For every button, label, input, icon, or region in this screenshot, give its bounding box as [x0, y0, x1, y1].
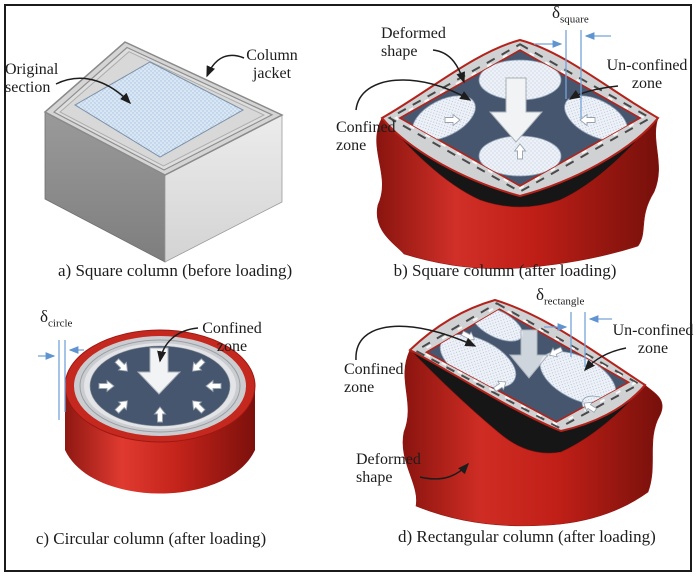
column-jacket-arrow-icon	[206, 54, 245, 78]
unconfined-zone-arrow-icon-d	[583, 347, 627, 372]
confined-zone-arrow-icon-d	[355, 325, 477, 361]
delta-symbol: δ	[552, 3, 561, 22]
delta-rectangle-label: δrectangle	[536, 286, 584, 310]
delta-subscript: square	[560, 13, 589, 26]
deformed-shape-label-b: Deformed shape	[381, 25, 446, 60]
delta-subscript: rectangle	[544, 295, 585, 308]
unconfined-zone-areas	[412, 59, 628, 177]
caption-panel-a: a) Square column (before loading)	[58, 261, 293, 280]
confined-zone-label-c: Confined zone	[202, 320, 262, 355]
confined-zone-label-d: Confined zone	[344, 361, 404, 396]
delta-symbol: δ	[40, 307, 49, 326]
square-column-before	[43, 41, 284, 263]
axial-load-arrow-icon	[508, 329, 550, 379]
column-jacket-label: Column jacket	[246, 47, 298, 82]
deformed-shape-arrow-icon-b	[432, 49, 465, 84]
caption-panel-b: b) Square column (after loading)	[393, 261, 617, 280]
deformed-shape-arrow-icon-d	[419, 462, 470, 480]
unconfined-zone-arrow-icon-b	[568, 85, 619, 100]
deformed-body	[402, 349, 663, 527]
delta-symbol: δ	[536, 285, 545, 304]
confined-zone-arrow-icon-b	[355, 79, 472, 111]
dimension-line-icons	[38, 30, 612, 420]
original-section-label: Original section	[5, 61, 59, 96]
annotation-arrow-icons	[55, 49, 627, 480]
confined-zone-arrow-icon-c	[157, 327, 199, 363]
original-section-arrow-icon	[55, 77, 132, 105]
original-section-area	[74, 61, 245, 158]
deformed-shape-label-d: Deformed shape	[356, 451, 421, 486]
axial-load-arrow-icon	[136, 347, 182, 395]
delta-circle-label: δcircle	[40, 308, 72, 332]
circular-column-after	[64, 329, 256, 494]
deformed-body	[376, 117, 659, 270]
confined-zone-label-b: Confined zone	[336, 119, 396, 154]
delta-square-label: δsquare	[552, 4, 589, 28]
axial-load-arrow-icon	[488, 77, 544, 143]
unconfined-zone-label-d: Un-confined zone	[612, 322, 694, 357]
unconfined-zone-label-b: Un-confined zone	[606, 57, 688, 92]
caption-panel-d: d) Rectangular column (after loading)	[398, 527, 656, 546]
delta-subscript: circle	[48, 317, 73, 330]
rectangular-column-after	[402, 298, 663, 527]
shadow-under-jacket	[410, 350, 645, 462]
caption-panel-c: c) Circular column (after loading)	[35, 529, 267, 548]
square-column-after	[376, 38, 660, 270]
